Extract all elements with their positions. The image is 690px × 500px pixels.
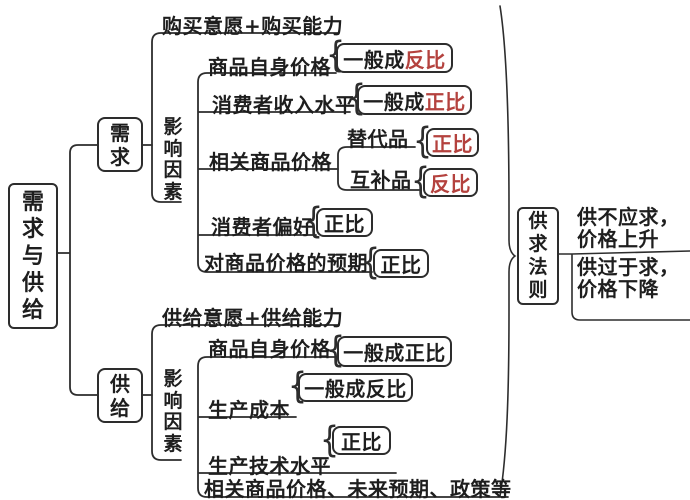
supply-bracket	[151, 324, 340, 461]
relation-value: 一般成正比	[343, 341, 446, 365]
law-outcome-surplus: 供过于求， 价格下降	[577, 255, 680, 301]
demand-factor-income: 消费者收入水平	[212, 93, 356, 117]
supply-label: 供给	[110, 371, 130, 420]
relation-value: 反比	[404, 47, 446, 72]
relation-value: 正比	[324, 212, 365, 236]
demand-label: 需求	[110, 120, 130, 169]
complement-label: 互补品	[350, 168, 412, 192]
substitute-relation-box: 正比	[426, 128, 479, 157]
demand-factors-spine	[197, 72, 373, 273]
supply-cost-relation-box: 一般成反比	[298, 373, 413, 402]
demand-node: 需求	[97, 117, 143, 172]
relation-value: 反比	[430, 172, 471, 196]
supply-factor-technology: 生产技术水平	[208, 454, 331, 478]
demand-bracket	[151, 32, 339, 203]
demand-factor-related-goods: 相关商品价格	[209, 150, 332, 174]
demand-factors-label: 影响因素	[163, 116, 183, 203]
trunk-line	[57, 144, 98, 396]
law-node: 供求法则	[517, 207, 559, 305]
relation-prefix: 一般成	[343, 47, 405, 72]
demand-income-relation-box: 一般成正比	[357, 85, 472, 115]
preference-relation-box: 正比	[316, 208, 373, 237]
big-right-brace	[499, 5, 517, 497]
demand-factor-own-price: 商品自身价格	[208, 55, 331, 79]
demand-factor-expectation: 对商品价格的预期	[204, 251, 368, 275]
demand-factor-preference: 消费者偏好	[211, 215, 314, 239]
supply-factor-own-price: 商品自身价格	[208, 337, 331, 361]
relation-value: 正比	[424, 89, 466, 114]
relation-prefix: 一般成	[363, 89, 425, 114]
supply-own-price-relation-box: 一般成正比	[337, 336, 452, 367]
relation-value: 正比	[380, 253, 422, 277]
demand-definition: 购买意愿+购买能力	[162, 14, 344, 38]
relation-value: 正比	[341, 430, 382, 454]
complement-relation-box: 反比	[423, 168, 478, 197]
supply-factor-cost: 生产成本	[208, 398, 290, 422]
root-node: 需求与供给	[8, 183, 58, 329]
supply-factors-spine	[197, 356, 509, 498]
relation-value: 正比	[432, 132, 473, 156]
expectation-relation-box: 正比	[373, 249, 429, 278]
supply-definition: 供给意愿+供给能力	[162, 306, 344, 330]
supply-node: 供给	[97, 368, 143, 423]
related-goods-bracket	[337, 146, 420, 191]
root-label: 需求与供给	[21, 189, 44, 323]
law-label: 供求法则	[528, 210, 548, 301]
relation-value: 一般成反比	[304, 377, 407, 401]
technology-relation-box: 正比	[332, 426, 391, 455]
supply-factors-label: 影响因素	[163, 368, 183, 455]
law-links	[558, 250, 690, 321]
supply-factor-other: 相关商品价格、未来预期、政策等	[204, 477, 512, 500]
demand-own-price-relation-box: 一般成反比	[336, 43, 453, 73]
law-outcome-shortage: 供不应求， 价格上升	[577, 205, 680, 251]
substitute-label: 替代品	[347, 127, 409, 151]
